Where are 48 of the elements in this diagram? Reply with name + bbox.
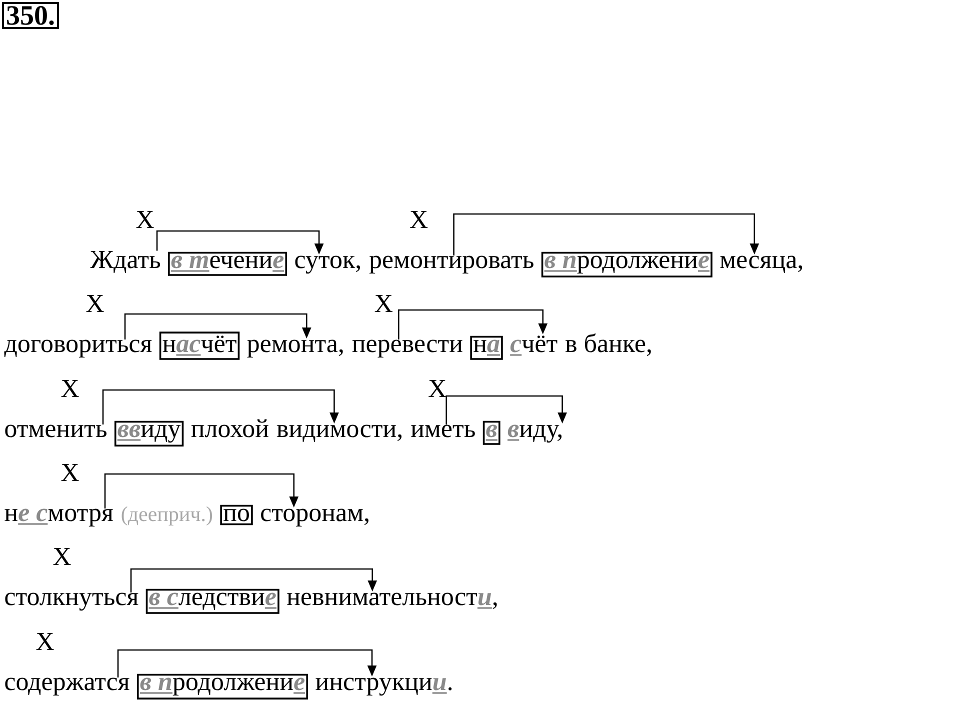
word: в банке, xyxy=(565,333,651,356)
word: Ждать xyxy=(90,250,160,274)
main-word-mark: X xyxy=(53,548,71,565)
preposition-box: в xyxy=(482,420,500,445)
word: перевести xyxy=(352,340,462,358)
word: месяца, xyxy=(720,256,802,274)
preposition-box: ввиду xyxy=(114,420,184,447)
main-word-mark: X xyxy=(410,210,428,228)
word: видимости, xyxy=(276,424,402,442)
word: ремонтировать xyxy=(369,256,534,274)
preposition-box: в течение xyxy=(168,252,288,276)
preposition-box: по xyxy=(220,504,253,526)
word: отменить xyxy=(5,424,106,438)
word: инструкции. xyxy=(316,678,452,696)
word: содержатся xyxy=(5,678,130,696)
main-word-mark: X xyxy=(86,294,104,312)
word: ремонта, xyxy=(247,340,343,358)
main-word-mark: X xyxy=(36,632,54,650)
preposition-box: насчёт xyxy=(159,332,240,360)
dependency-arrow xyxy=(130,568,378,593)
word: не смотря xyxy=(4,508,113,527)
dependency-arrow xyxy=(398,309,548,340)
word: плохой xyxy=(191,419,268,438)
word: суток, xyxy=(295,256,360,274)
note: (дееприч.) xyxy=(122,506,212,526)
word: сторонам, xyxy=(261,508,368,527)
dependency-arrow xyxy=(446,395,567,425)
preposition-box: в следствие xyxy=(146,588,280,614)
dependency-arrow xyxy=(453,213,760,256)
main-word-mark: X xyxy=(428,380,446,397)
word: счёт xyxy=(510,336,558,356)
main-word-mark: X xyxy=(136,210,154,228)
dependency-arrow xyxy=(102,389,339,425)
preposition-box: в продолжение xyxy=(136,674,308,700)
word: договориться xyxy=(4,340,152,358)
dependency-arrow xyxy=(124,313,312,340)
word: иметь xyxy=(411,424,475,438)
main-word-mark: X xyxy=(374,294,393,312)
word: виду, xyxy=(508,424,562,443)
dependency-arrow xyxy=(104,473,299,509)
word: невнимательности, xyxy=(287,592,497,609)
preposition-box: на xyxy=(470,336,503,360)
dependency-arrow xyxy=(117,649,377,678)
preposition-box: в продолжение xyxy=(541,252,712,278)
main-word-mark: X xyxy=(61,464,79,481)
main-word-mark: X xyxy=(61,380,79,397)
word: столкнуться xyxy=(5,592,138,611)
exercise-number: 350. xyxy=(2,2,59,30)
